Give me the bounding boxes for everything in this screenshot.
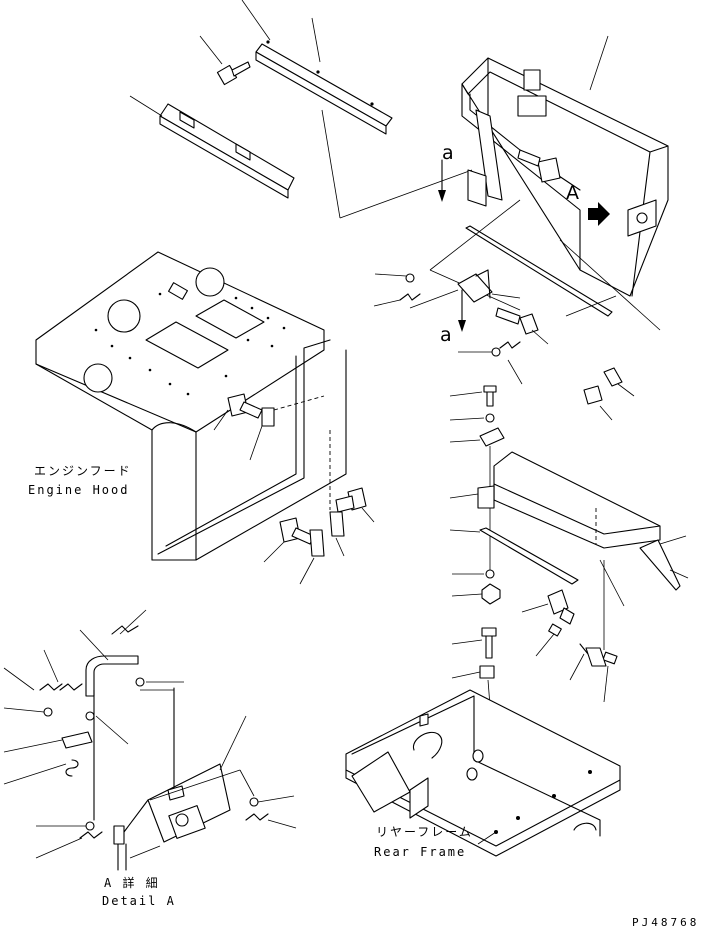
rear-frame bbox=[346, 690, 620, 856]
washer bbox=[486, 414, 494, 422]
clip-plate bbox=[480, 428, 504, 446]
clamp bbox=[480, 666, 494, 678]
latch-hook bbox=[458, 270, 492, 302]
hex-nut bbox=[482, 584, 500, 604]
cable-clip bbox=[586, 648, 606, 666]
view-a-label: A bbox=[566, 182, 579, 204]
drawing-code: PJ48768 bbox=[632, 916, 700, 929]
engine-hood-label-jp: エンジンフード bbox=[34, 464, 132, 478]
rear-frame-label-jp: リヤーフレーム bbox=[376, 825, 473, 839]
view-arrow bbox=[588, 202, 610, 226]
detail-a-label-jp: A 詳 細 bbox=[104, 876, 160, 890]
lock-washer bbox=[500, 342, 520, 348]
bolt-vertical-bottom bbox=[482, 628, 496, 658]
bolt-hood-upper bbox=[228, 394, 262, 418]
arrow-a-upper bbox=[438, 160, 446, 202]
cap bbox=[549, 624, 562, 636]
cover-seal bbox=[480, 528, 578, 584]
detail-a-label-en: Detail A bbox=[102, 894, 176, 908]
washer bbox=[492, 348, 500, 356]
detail-a-linkage bbox=[40, 626, 268, 870]
cap bbox=[603, 652, 617, 664]
rubber-strip bbox=[130, 96, 294, 198]
rear-frame-label-en: Rear Frame bbox=[374, 845, 467, 859]
hood-clip bbox=[330, 512, 344, 536]
washer bbox=[486, 570, 494, 578]
bolt-hood-right bbox=[336, 488, 366, 512]
angle-bracket-top bbox=[242, 0, 392, 134]
bolt-cable bbox=[548, 590, 574, 624]
engine-hood-label-en: Engine Hood bbox=[28, 483, 130, 497]
lock-washer bbox=[400, 294, 420, 300]
bolt-hood-lower bbox=[280, 518, 314, 544]
hood-clip bbox=[310, 530, 324, 556]
bolt-top bbox=[200, 36, 250, 85]
washer bbox=[406, 274, 414, 282]
bolt-latch bbox=[496, 308, 538, 334]
rear-hood-panel bbox=[462, 36, 668, 296]
bolt-hinge bbox=[518, 150, 560, 182]
bolt-right-bracket bbox=[584, 368, 622, 404]
arrow-a-lower bbox=[458, 290, 466, 332]
bolt-vertical-top bbox=[484, 386, 496, 406]
seal-strip bbox=[466, 226, 612, 316]
arrow-a-upper-label: a bbox=[442, 142, 454, 164]
engine-hood bbox=[36, 252, 346, 560]
side-cover bbox=[478, 452, 680, 590]
arrow-a-lower-label: a bbox=[440, 324, 452, 346]
hood-bracket bbox=[262, 408, 274, 426]
